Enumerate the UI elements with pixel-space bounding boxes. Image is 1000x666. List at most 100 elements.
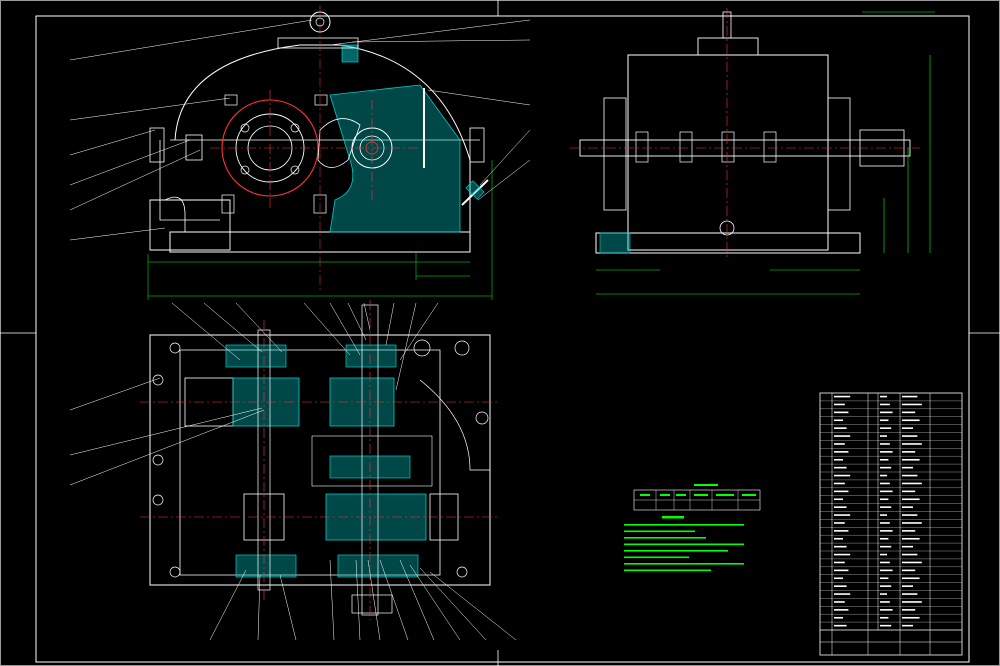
leader-t4 [171,302,241,361]
parts-cell-text [880,577,889,580]
parts-cell-text [834,601,845,603]
parts-cell-text [902,435,918,437]
parts-cell-text [902,427,913,429]
parts-cell-text [834,569,849,572]
parts-cell-text [902,585,913,587]
parts-cell-text [834,443,845,445]
top-bearing-4 [235,554,297,578]
top-bolt-hole-2 [152,374,164,386]
side-bolt-1 [679,131,693,163]
top-irregular-break [419,379,490,471]
leader-f11 [477,159,531,201]
dipstick-boss [465,180,485,200]
parts-cell-text [902,506,913,508]
side-bolt-4 [635,131,649,163]
left-foot [149,199,231,251]
parts-cell-text [880,585,892,587]
parts-cell-text [880,451,893,453]
parts-cell-text [834,435,851,437]
spec-cell-5 [716,494,734,496]
parts-cell-text [902,443,922,445]
parts-cell-text [902,553,918,556]
side-bolt-3 [763,131,777,163]
notes-title [662,516,684,519]
parts-cell-text [880,474,887,477]
parts-cell-text [902,601,922,603]
note-line [624,550,728,552]
parts-cell-text [880,419,889,422]
parts-cell-text [880,498,889,501]
parts-cell-text [902,403,922,406]
parts-cell-text [834,553,851,556]
side-bearing-left [603,97,627,211]
gear-hole-4 [290,165,300,175]
parts-cell-text [902,616,920,619]
parts-cell-text [880,506,892,508]
top-housing-outline [149,334,491,586]
parts-cell-text [880,561,890,564]
leader-t11 [385,302,395,346]
note-line [624,524,744,526]
parts-cell-text [834,537,843,540]
side-top-cover [697,37,759,56]
parts-cell-text [902,593,918,595]
parts-cell-text [834,593,851,595]
side-base-hatch [599,232,631,254]
leader-f2 [69,97,231,121]
parts-cell-text [834,514,851,516]
parts-cell-text [880,601,890,603]
parts-cell-text [834,395,851,398]
leader-t1 [69,377,161,411]
parts-cell-text [880,530,893,532]
parts-cell-text [834,616,843,619]
parts-cell-text [880,616,889,619]
leader-t2 [69,407,263,456]
parts-cell-text [834,419,843,422]
parts-cell-text [902,490,916,493]
technical-notes [624,516,744,572]
parts-cell-text [880,466,892,469]
parts-cell-text [902,624,913,627]
drawing-border [35,15,970,663]
parts-cell-text [834,451,849,453]
top-bolt-hole-9 [456,566,468,578]
leader-f1 [69,19,313,61]
spec-cell-1 [640,494,650,496]
parts-cell-text [880,609,893,611]
parts-cell-text [834,585,847,587]
parts-cell-text [902,451,916,453]
inspection-cover-hatch [341,44,359,63]
spec-table [633,484,761,511]
leader-t13 [399,302,439,361]
parts-cell-text [880,624,892,627]
leader-t15 [257,574,261,641]
parts-cell-text [834,403,845,406]
parts-cell-text [902,395,918,398]
parts-cell-text [880,458,889,461]
parts-cell-text [880,427,892,429]
parts-cell-text [834,609,849,611]
middle-gear-profile [317,118,361,168]
leader-f9 [427,89,531,106]
parts-cell-text [834,506,847,508]
parts-cell-text [880,435,887,437]
parts-cell-text [834,522,845,524]
top-bolt-hole-4 [152,494,164,506]
leader-t10 [363,302,371,331]
parts-cell-text [902,419,920,422]
parts-cell-text [902,458,920,461]
note-line [624,543,744,546]
parts-cell-text [880,569,893,572]
spec-cell-3 [676,494,686,496]
parts-cell-text [902,411,916,414]
leader-t7 [303,302,351,356]
parts-cell-text [902,545,913,548]
inspection-cover [277,37,359,49]
note-line [624,537,706,539]
parts-cell-text [902,522,922,524]
parts-cell-text [902,609,916,611]
gear-hole-1 [240,123,250,133]
housing-cover-outline [174,44,471,232]
